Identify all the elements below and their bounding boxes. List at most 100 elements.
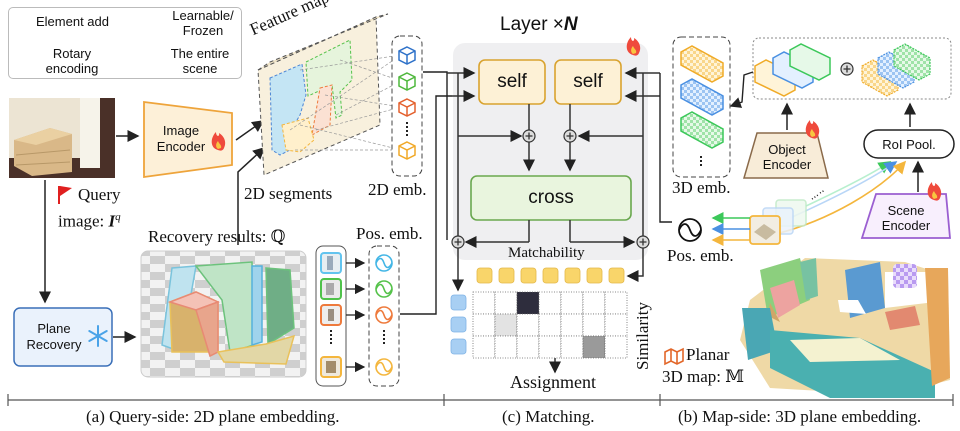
legend-rotary-line1: Rotary (52, 46, 92, 61)
assignment-cell (494, 313, 518, 337)
matchability-token (476, 267, 493, 284)
legend-element-add-label: Element add (36, 14, 109, 29)
layer-title: Layer ×N (500, 14, 578, 36)
rotary-encoding-icon (375, 254, 393, 272)
matchability-token (564, 267, 581, 284)
plane-embedding-block (680, 45, 724, 83)
legend-scene-label: The entire scene (160, 46, 240, 76)
segment-thumbnail (320, 278, 342, 300)
projection-lines (289, 54, 402, 151)
assignment-cell (494, 335, 518, 359)
similarity-label: Similarity (633, 302, 652, 370)
emb-3d-label: 3D emb. (672, 178, 731, 197)
object-encoder-line2: Encoder (762, 157, 812, 172)
rotary-encoding-icon (375, 280, 393, 298)
pos-emb-2d-label: Pos. emb. (356, 224, 423, 243)
flame-icon (626, 37, 641, 56)
query-token (450, 316, 467, 333)
legend-rotary-line2: encoding (45, 61, 99, 76)
assignment-cell (560, 335, 584, 359)
assignment-cell (604, 335, 628, 359)
plane-recovery-block (13, 307, 113, 367)
legend-scene-line1: The entire (170, 46, 230, 61)
plane-recovery-label: Plane Recovery (14, 315, 94, 359)
cube-icon (398, 46, 416, 65)
rotary-encoding-icon (375, 358, 393, 376)
assignment-cell (472, 291, 496, 315)
cube-icon (398, 141, 416, 160)
image-encoder-block (143, 100, 233, 179)
assignment-cell (604, 291, 628, 315)
assignment-cell (582, 335, 606, 359)
assignment-cell (582, 291, 606, 315)
query-superscript: q (115, 211, 121, 223)
image-encoder-line2: Encoder (156, 139, 206, 154)
segment-thumbnail (320, 356, 342, 378)
rotary-encoding-icon (678, 218, 702, 242)
matchability-token (608, 267, 625, 284)
self-attention-left (478, 59, 546, 105)
image-encoder-label: Image Encoder (148, 116, 228, 162)
query-label-line1: Query (78, 185, 121, 204)
element-add-icon (563, 129, 577, 143)
matchability-label: Matchability (508, 245, 585, 261)
flame-icon (927, 182, 942, 201)
recovery-results-render (140, 250, 307, 378)
object-encoder-line1: Object (768, 142, 806, 157)
assignment-cell (560, 313, 584, 337)
matchability-token (542, 267, 559, 284)
image-encoder-line1: Image (162, 123, 200, 138)
element-add-icon (840, 62, 854, 76)
matchability-token (520, 267, 537, 284)
query-image (9, 98, 115, 178)
assignment-cell (538, 313, 562, 337)
scene-encoder-label: Scene Encoder (866, 200, 946, 236)
assignment-cell (582, 313, 606, 337)
scene-encoder-line1: Scene (887, 203, 925, 218)
element-add-icon (636, 235, 650, 249)
scene-encoder-block (860, 193, 951, 239)
self-left-label: self (497, 71, 527, 92)
matchability-token (498, 267, 515, 284)
assignment-cell (516, 313, 540, 337)
cube-icon (398, 98, 416, 117)
flag-icon (58, 186, 72, 204)
flame-icon (211, 132, 226, 151)
assignment-cell (516, 335, 540, 359)
assignment-label: Assignment (510, 372, 597, 392)
assignment-cell (538, 335, 562, 359)
object-encoder-label: Object Encoder (748, 138, 826, 176)
assignment-cell (538, 291, 562, 315)
roi-pool-block (863, 129, 955, 159)
assignment-cell (472, 313, 496, 337)
feature-map (257, 13, 389, 176)
plane-recovery-line1: Plane (37, 321, 71, 336)
legend-frozen-line: Frozen (182, 23, 224, 38)
planar-map-line1: Planar (686, 345, 730, 364)
query-symbol: I (108, 211, 116, 231)
query-image-label: Query image: Iq (58, 184, 121, 233)
map-icon (664, 347, 684, 366)
recovery-results-label: Recovery results: ℚ (148, 227, 286, 246)
cross-label: cross (528, 187, 574, 208)
self-right-label: self (573, 71, 603, 92)
plane-embedding-block (680, 78, 724, 116)
emb-2d-label: 2D emb. (368, 180, 427, 199)
segments-label: 2D segments (244, 184, 333, 203)
layer-count-symbol: N (563, 14, 578, 35)
legend-scene-line2: scene (182, 61, 218, 76)
assignment-cell (516, 291, 540, 315)
flame-icon (805, 120, 820, 139)
legend-learnable-line: Learnable/ (172, 8, 234, 23)
rotary-encoding-icon (375, 306, 393, 324)
query-label-line2: image: (58, 211, 109, 231)
cube-icon (398, 72, 416, 91)
query-token (450, 294, 467, 311)
planar-map-label: Planar 3D map: 𝕄 (662, 344, 744, 388)
pos-emb-3d-label: Pos. emb. (667, 246, 734, 265)
scene-encoder-line2: Encoder (881, 218, 931, 233)
emb-2d-group (391, 35, 423, 177)
caption-matching: (c) Matching. (502, 407, 595, 426)
caption-query-side: (a) Query-side: 2D plane embedding. (86, 407, 340, 426)
